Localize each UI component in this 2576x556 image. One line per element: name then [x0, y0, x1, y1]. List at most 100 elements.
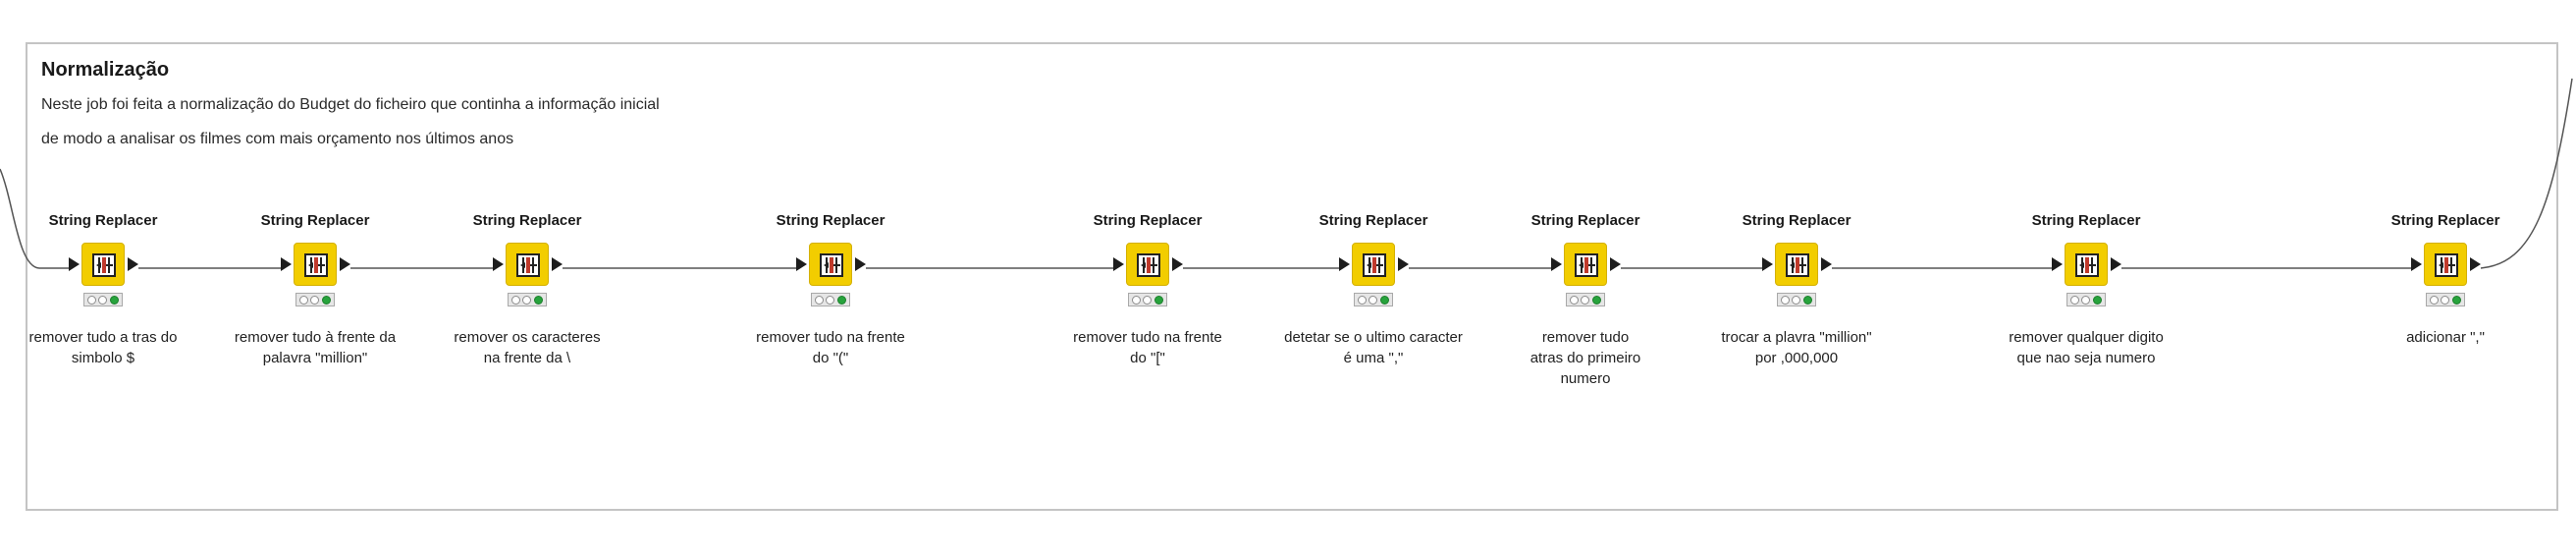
input-port[interactable]	[493, 257, 504, 271]
status-light-yellow	[1581, 295, 1590, 305]
node-title[interactable]: String Replacer	[48, 212, 158, 229]
output-port[interactable]	[1821, 257, 1832, 271]
output-port[interactable]	[1172, 257, 1183, 271]
status-light-red	[299, 295, 309, 305]
node-description[interactable]: remover tudo a tras do simbolo $	[28, 329, 178, 366]
node-icon-box[interactable]	[506, 243, 549, 286]
status-light-green	[1154, 295, 1163, 305]
string-replacer-icon	[2435, 253, 2458, 277]
node-status-lights	[1777, 293, 1816, 306]
string-replacer-icon	[516, 253, 540, 277]
input-port[interactable]	[1339, 257, 1350, 271]
node-title[interactable]: String Replacer	[776, 212, 886, 229]
string-replacer-icon	[1137, 253, 1160, 277]
status-light-yellow	[2441, 295, 2450, 305]
string-replacer-icon	[820, 253, 843, 277]
status-light-red	[511, 295, 521, 305]
string-replacer-icon	[1363, 253, 1386, 277]
status-light-green	[836, 295, 846, 305]
status-light-green	[533, 295, 543, 305]
node-icon-box[interactable]	[1564, 243, 1607, 286]
node-description[interactable]: remover tudo atras do primeiro numero	[1530, 329, 1641, 387]
status-light-yellow	[310, 295, 320, 305]
node-description[interactable]: remover qualquer digito que nao seja num…	[2009, 329, 2164, 366]
node-status-lights	[2426, 293, 2465, 306]
status-light-yellow	[1368, 295, 1378, 305]
output-port[interactable]	[1610, 257, 1621, 271]
node-status-lights	[508, 293, 547, 306]
status-light-red	[87, 295, 97, 305]
status-light-red	[1132, 295, 1142, 305]
node-icon-box[interactable]	[1352, 243, 1395, 286]
node-title[interactable]: String Replacer	[2031, 212, 2141, 229]
input-port[interactable]	[1551, 257, 1562, 271]
node-status-lights	[1354, 293, 1393, 306]
node-description[interactable]: remover os caracteres na frente da \	[454, 329, 601, 366]
node-status-lights	[295, 293, 335, 306]
node-status-lights	[811, 293, 850, 306]
status-light-yellow	[522, 295, 532, 305]
string-replacer-icon	[92, 253, 116, 277]
status-light-yellow	[826, 295, 835, 305]
node-description[interactable]: remover tudo na frente do "("	[756, 329, 905, 366]
node-description[interactable]: remover tudo à frente da palavra "millio…	[234, 329, 397, 366]
input-port[interactable]	[69, 257, 80, 271]
output-port[interactable]	[2111, 257, 2121, 271]
output-port[interactable]	[128, 257, 138, 271]
node-title[interactable]: String Replacer	[1742, 212, 1852, 229]
node-title[interactable]: String Replacer	[260, 212, 370, 229]
node-icon-box[interactable]	[1775, 243, 1818, 286]
output-port[interactable]	[855, 257, 866, 271]
node-status-lights	[1566, 293, 1605, 306]
node-status-lights	[2066, 293, 2106, 306]
node-description[interactable]: remover tudo na frente do "["	[1073, 329, 1222, 366]
output-port[interactable]	[552, 257, 563, 271]
status-light-yellow	[98, 295, 108, 305]
input-port[interactable]	[281, 257, 292, 271]
workflow-annotation[interactable]	[26, 42, 2558, 511]
input-port[interactable]	[1113, 257, 1124, 271]
status-light-red	[2070, 295, 2080, 305]
annotation-text-line: Neste job foi feita a normalização do Bu…	[41, 96, 660, 113]
node-description[interactable]: detetar se o ultimo caracter é uma ","	[1284, 329, 1463, 366]
output-port[interactable]	[2470, 257, 2481, 271]
node-title[interactable]: String Replacer	[472, 212, 582, 229]
input-port[interactable]	[2052, 257, 2063, 271]
node-title[interactable]: String Replacer	[1318, 212, 1428, 229]
input-port[interactable]	[2411, 257, 2422, 271]
status-light-yellow	[1792, 295, 1801, 305]
status-light-green	[321, 295, 331, 305]
output-port[interactable]	[340, 257, 350, 271]
annotation-text-line: de modo a analisar os filmes com mais or…	[41, 131, 514, 147]
node-icon-box[interactable]	[809, 243, 852, 286]
string-replacer-icon	[304, 253, 328, 277]
node-description[interactable]: trocar a plavra "million" por ,000,000	[1721, 329, 1872, 366]
output-port[interactable]	[1398, 257, 1409, 271]
status-light-green	[109, 295, 119, 305]
string-replacer-icon	[2075, 253, 2099, 277]
status-light-yellow	[2081, 295, 2091, 305]
node-icon-box[interactable]	[2424, 243, 2467, 286]
status-light-green	[1802, 295, 1812, 305]
status-light-green	[1591, 295, 1601, 305]
status-light-red	[1358, 295, 1368, 305]
input-port[interactable]	[1762, 257, 1773, 271]
node-icon-box[interactable]	[294, 243, 337, 286]
status-light-red	[815, 295, 825, 305]
node-icon-box[interactable]	[2065, 243, 2108, 286]
status-light-green	[1379, 295, 1389, 305]
status-light-red	[2430, 295, 2440, 305]
node-icon-box[interactable]	[81, 243, 125, 286]
string-replacer-icon	[1786, 253, 1809, 277]
node-status-lights	[83, 293, 123, 306]
node-title[interactable]: String Replacer	[2390, 212, 2500, 229]
node-title[interactable]: String Replacer	[1530, 212, 1640, 229]
node-description[interactable]: adicionar ","	[2406, 329, 2485, 346]
node-icon-box[interactable]	[1126, 243, 1169, 286]
status-light-green	[2092, 295, 2102, 305]
status-light-red	[1570, 295, 1580, 305]
status-light-red	[1781, 295, 1791, 305]
input-port[interactable]	[796, 257, 807, 271]
node-title[interactable]: String Replacer	[1093, 212, 1203, 229]
